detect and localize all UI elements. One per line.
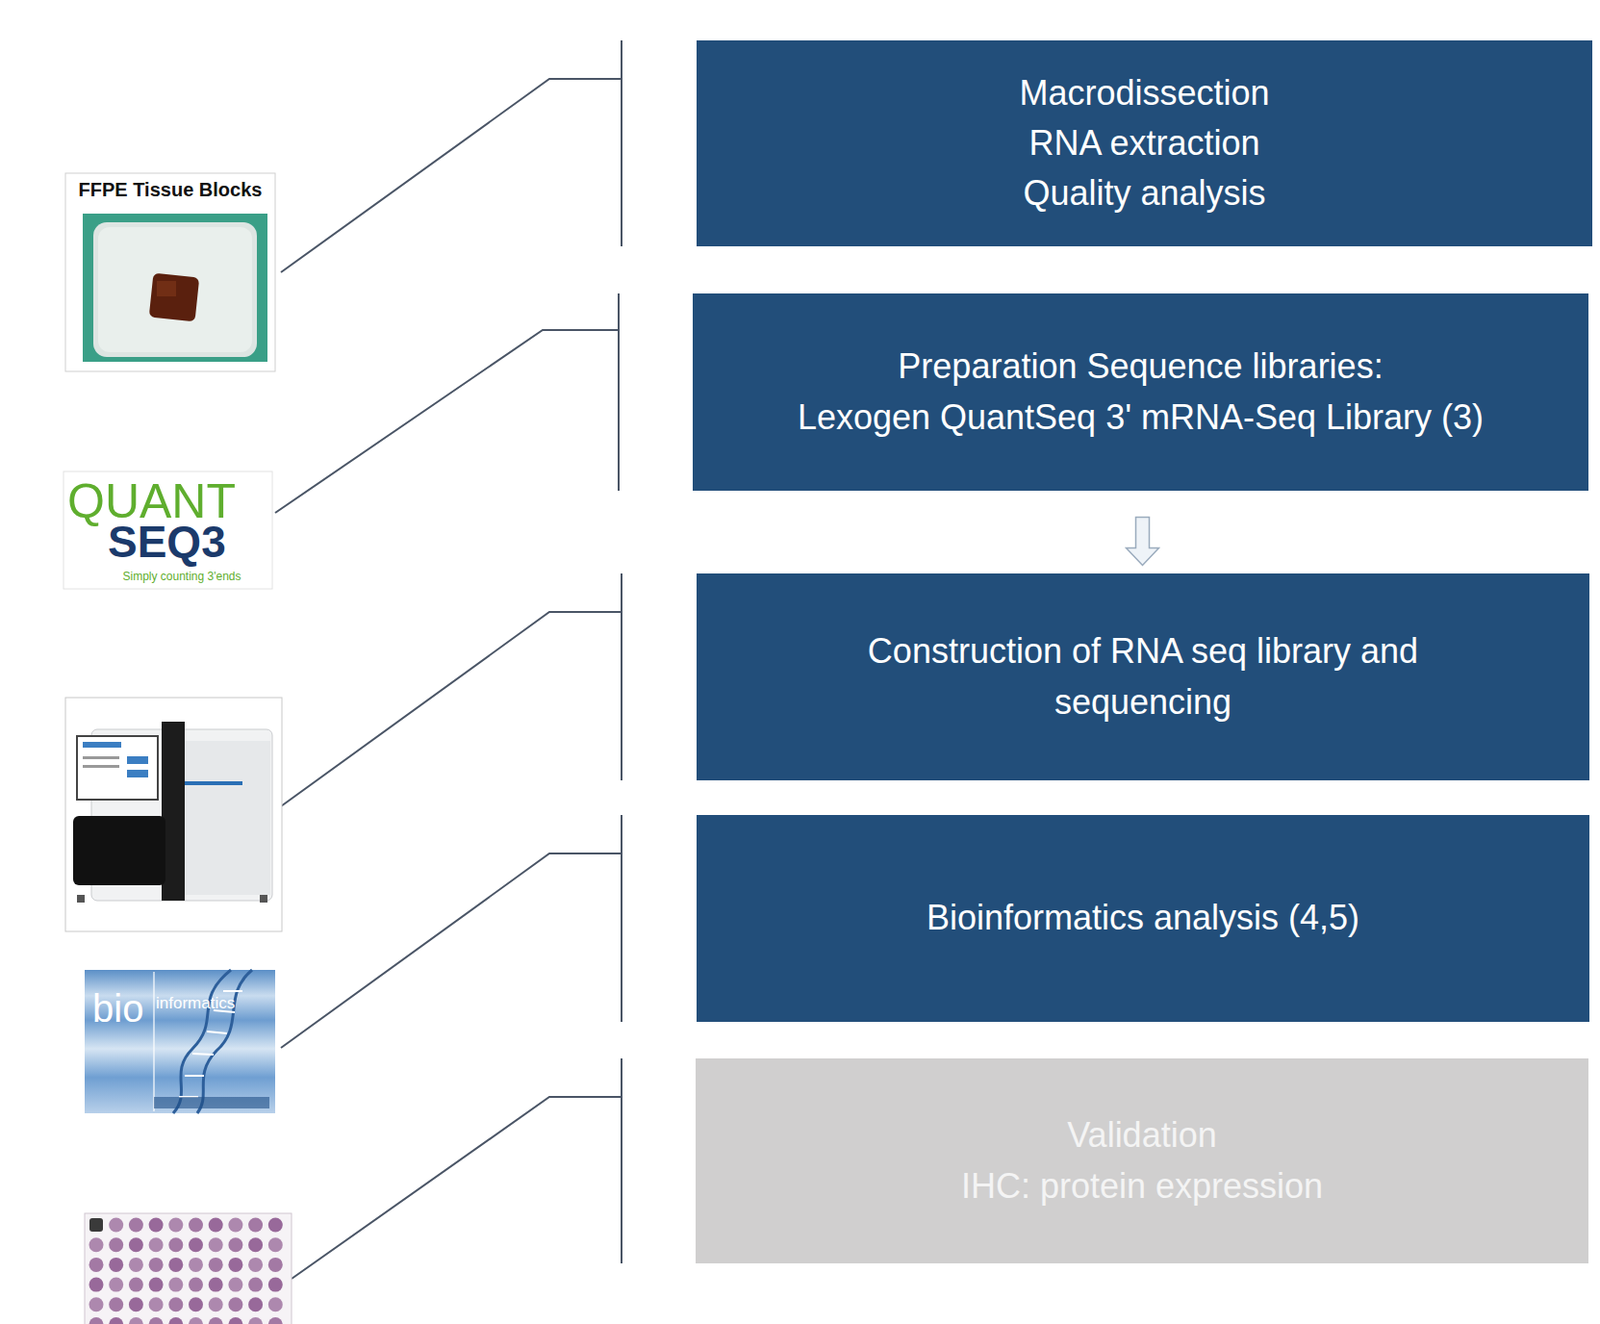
box-text: Construction of RNA seq library and sequ… xyxy=(859,626,1427,727)
tissue-core xyxy=(208,1257,224,1272)
tissue-core xyxy=(208,1218,224,1233)
box-text: IHC: protein expression xyxy=(961,1161,1323,1212)
tissue-core xyxy=(108,1237,124,1252)
logo-frame xyxy=(63,471,273,589)
process-box: Construction of RNA seq library and sequ… xyxy=(696,573,1590,781)
process-box: ValidationIHC: protein expression xyxy=(695,1058,1589,1264)
tissue-core xyxy=(248,1237,263,1252)
tissue-core xyxy=(208,1237,224,1252)
tissue-core xyxy=(149,1237,164,1252)
tissue-core xyxy=(128,1237,144,1252)
tissue-core xyxy=(89,1257,104,1272)
tissue-core xyxy=(248,1257,263,1272)
tissue-core xyxy=(149,1277,164,1293)
tissue-core xyxy=(128,1257,144,1272)
tissue-core xyxy=(108,1218,124,1233)
picture-caption: FFPE Tissue Blocks xyxy=(65,178,276,201)
tissue-core xyxy=(268,1237,283,1252)
tissue-core xyxy=(128,1317,144,1324)
logo-text: SEQ3 xyxy=(107,517,262,567)
tissue-core xyxy=(248,1218,263,1233)
tissue-core xyxy=(268,1257,283,1272)
tissue-core xyxy=(228,1296,243,1312)
tissue-core xyxy=(248,1296,263,1312)
process-box: Bioinformatics analysis (4,5) xyxy=(696,814,1590,1022)
tissue-core xyxy=(208,1296,224,1312)
tissue-core xyxy=(268,1317,283,1324)
tissue-core xyxy=(128,1296,144,1312)
tissue-core xyxy=(149,1296,164,1312)
tissue-core xyxy=(248,1317,263,1324)
ffpe-block-picture xyxy=(65,173,276,372)
tissue-core xyxy=(188,1237,204,1252)
tissue-core xyxy=(268,1218,283,1233)
tissue-core xyxy=(89,1317,104,1324)
logo-tagline: Simply counting 3'ends xyxy=(100,570,264,584)
tissue-core xyxy=(168,1317,183,1324)
tissue-core xyxy=(108,1257,124,1272)
tissue-core xyxy=(149,1257,164,1272)
box-text: Preparation Sequence libraries: xyxy=(897,341,1383,392)
tissue-core xyxy=(268,1277,283,1293)
tissue-core xyxy=(228,1277,243,1293)
box-text: Macrodissection xyxy=(1018,68,1270,119)
box-text: RNA extraction xyxy=(1028,118,1260,169)
tissue-core xyxy=(188,1257,204,1272)
box-text: Bioinformatics analysis (4,5) xyxy=(926,892,1360,943)
box-text: Quality analysis xyxy=(1022,168,1266,219)
bracket-lines xyxy=(275,40,622,1279)
tissue-core xyxy=(228,1218,243,1233)
tissue-core xyxy=(89,1277,104,1293)
tissue-core xyxy=(228,1237,243,1252)
tissue-core xyxy=(188,1277,204,1293)
tissue-core xyxy=(268,1296,283,1312)
tissue-core xyxy=(89,1237,104,1252)
tissue-core xyxy=(188,1296,204,1312)
tissue-core xyxy=(168,1218,183,1233)
picture-text: informatics xyxy=(155,994,272,1014)
tissue-core xyxy=(128,1218,144,1233)
tissue-core xyxy=(168,1257,183,1272)
tissue-core xyxy=(149,1317,164,1324)
picture-text: bio xyxy=(92,987,160,1030)
process-box: MacrodissectionRNA extractionQuality ana… xyxy=(696,40,1593,247)
tissue-core xyxy=(188,1218,204,1233)
sequencer-picture xyxy=(65,697,282,932)
tissue-core xyxy=(228,1317,243,1324)
tissue-core xyxy=(108,1296,124,1312)
tissue-microarray-picture xyxy=(84,1213,292,1324)
tissue-core xyxy=(128,1277,144,1293)
tissue-core xyxy=(208,1277,224,1293)
tissue-core xyxy=(168,1296,183,1312)
box-text: Lexogen QuantSeq 3' mRNA-Seq Library (3) xyxy=(797,392,1484,443)
tissue-core xyxy=(149,1218,164,1233)
tissue-core xyxy=(108,1317,124,1324)
bioinformatics-picture xyxy=(84,969,276,1114)
tissue-core xyxy=(89,1296,104,1312)
tissue-core xyxy=(248,1277,263,1293)
tissue-core xyxy=(168,1277,183,1293)
process-box: Preparation Sequence libraries:Lexogen Q… xyxy=(692,293,1589,491)
tissue-core xyxy=(168,1237,183,1252)
tissue-core xyxy=(108,1277,124,1293)
flow-arrow xyxy=(1126,517,1160,566)
tissue-core xyxy=(188,1317,204,1324)
box-text: Validation xyxy=(1066,1110,1217,1161)
tissue-core xyxy=(228,1257,243,1272)
tissue-core xyxy=(208,1317,224,1324)
